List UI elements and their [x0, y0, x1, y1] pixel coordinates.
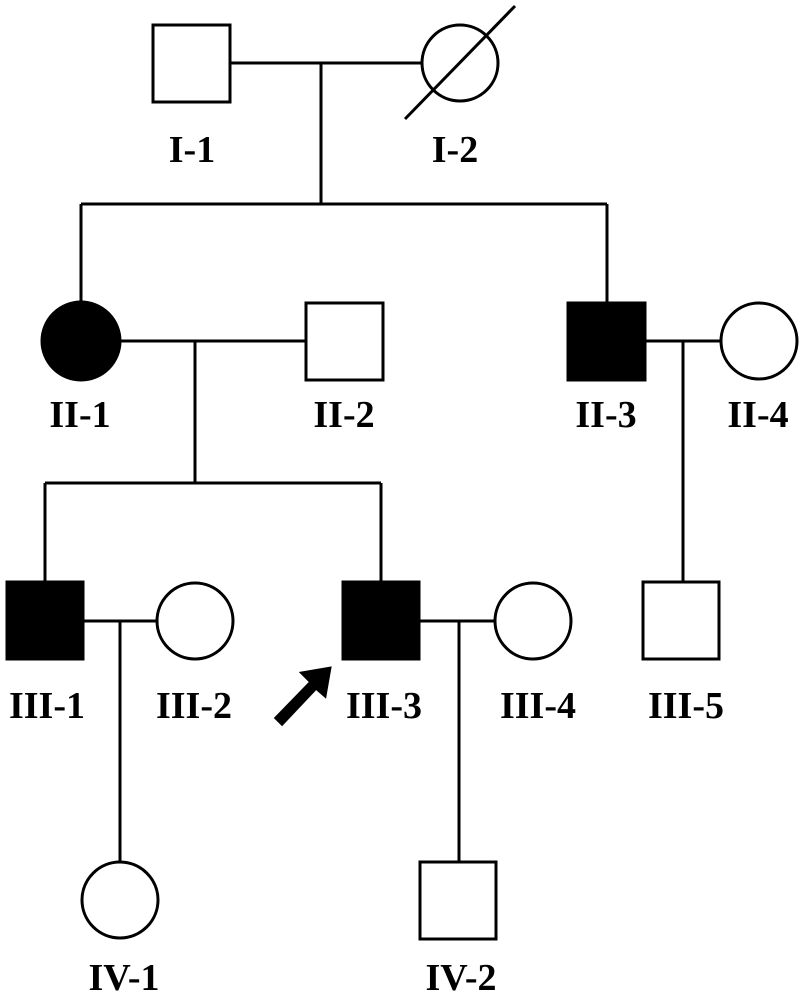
- individual-I-1: I-1: [151, 23, 232, 171]
- pedigree-lines: [43, 61, 720, 862]
- individual-label: II-2: [313, 394, 374, 436]
- individual-II-3: II-3: [566, 301, 647, 436]
- unaffected-male-symbol: [641, 580, 721, 661]
- individual-label: III-1: [9, 685, 85, 727]
- proband-arrow-icon: [273, 666, 332, 727]
- deceased-slash-icon: [403, 4, 517, 121]
- individual-label: II-1: [49, 394, 110, 436]
- individual-label: II-4: [727, 394, 788, 436]
- individual-label: III-2: [156, 685, 232, 727]
- individual-label: I-2: [432, 129, 478, 171]
- affected-male-symbol: [341, 580, 421, 661]
- unaffected-male-symbol: [304, 301, 385, 382]
- individual-III-4: III-4: [493, 581, 576, 727]
- affected-male-symbol: [566, 301, 647, 382]
- affected-female-symbol: [40, 300, 122, 382]
- individual-label: III-5: [648, 685, 724, 727]
- individual-label: III-3: [346, 685, 422, 727]
- individual-label: IV-1: [88, 957, 159, 999]
- individual-II-1: II-1: [40, 300, 122, 436]
- individual-I-2: I-2: [403, 4, 517, 171]
- individual-III-1: III-1: [5, 580, 85, 727]
- individual-label: II-3: [575, 394, 636, 436]
- individual-III-3: III-3: [273, 580, 422, 727]
- individual-III-5: III-5: [641, 580, 724, 727]
- unaffected-female-symbol: [155, 581, 235, 661]
- unaffected-female-symbol: [80, 860, 160, 940]
- affected-male-symbol: [5, 580, 85, 661]
- individual-label: IV-2: [425, 957, 496, 999]
- individual-label: III-4: [500, 685, 576, 727]
- unaffected-female-symbol: [493, 581, 573, 661]
- individual-II-4: II-4: [719, 301, 799, 436]
- unaffected-male-symbol: [151, 23, 232, 104]
- unaffected-male-symbol: [418, 860, 498, 941]
- individual-IV-2: IV-2: [418, 860, 498, 999]
- individual-II-2: II-2: [304, 301, 385, 436]
- unaffected-female-symbol: [719, 301, 799, 381]
- individual-label: I-1: [169, 129, 215, 171]
- individual-IV-1: IV-1: [80, 860, 160, 999]
- individual-III-2: III-2: [155, 581, 235, 727]
